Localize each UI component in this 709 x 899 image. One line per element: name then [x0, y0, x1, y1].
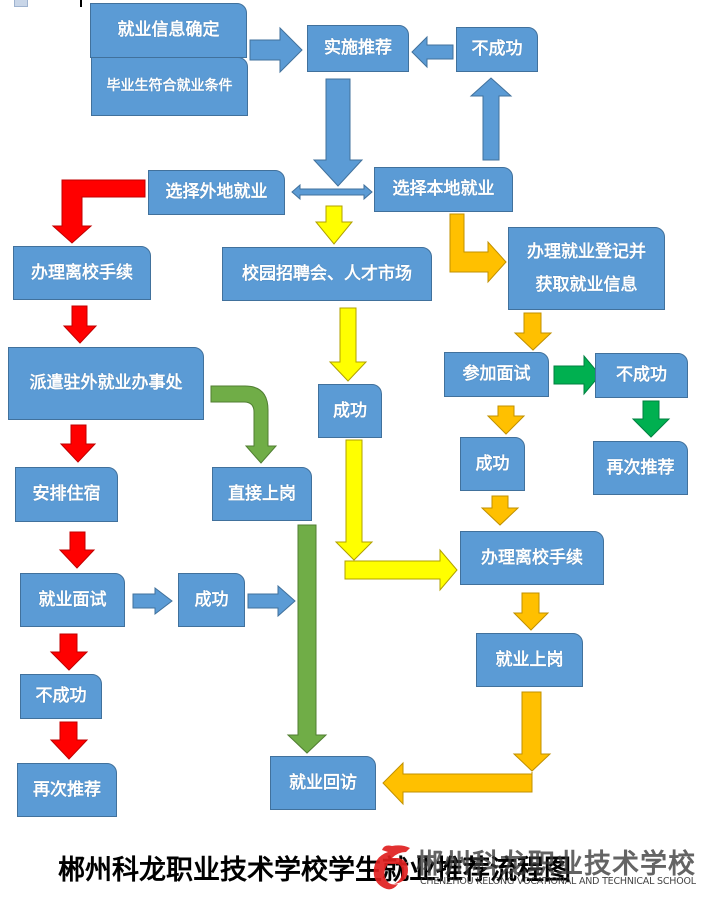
node-choose-remote: 选择外地就业 [148, 170, 285, 215]
node-arrange-lodging: 安排住宿 [15, 467, 118, 522]
arrow-local-to-fail [469, 77, 513, 161]
arrow-yellow-horizontal [344, 548, 458, 592]
node-leave-school-left: 办理离校手续 [13, 246, 151, 300]
document-handle-icon [14, 0, 28, 7]
arrow-interview-to-success [486, 405, 526, 435]
node-follow-up: 就业回访 [270, 756, 376, 810]
diagram-title: 郴州科龙职业技术学校学生就业推荐流程图 [58, 855, 571, 886]
arrow-onboard-down [512, 691, 552, 772]
arrow-fail-to-rerecommend-left [49, 721, 89, 760]
arrow-fair-to-success [328, 307, 368, 382]
arrow-split-to-fair [314, 205, 354, 245]
node-job-interview: 就业面试 [20, 573, 125, 627]
arrow-fail-to-recommend [411, 35, 454, 69]
watermark-school-name: 郴州科龙职业技术学校 [416, 849, 696, 880]
arrow-leave-to-onboard [512, 592, 550, 631]
arrow-success-to-leave-right [480, 495, 520, 526]
node-direct-onboard: 直接上岗 [212, 467, 312, 521]
arrow-remote-local-bidirectional [291, 183, 373, 201]
arrow-remote-to-leave [51, 179, 146, 244]
node-register-line1: 办理就业登记并 [527, 242, 646, 263]
node-re-recommend-left: 再次推荐 [17, 763, 117, 817]
node-dispatch-office: 派遣驻外就业办事处 [8, 347, 204, 420]
arrow-onboard-to-followup [382, 761, 533, 806]
arrow-direct-to-followup [286, 524, 328, 754]
arrow-dispatch-to-lodging [59, 424, 97, 463]
arrow-interview-to-fail-left [49, 633, 89, 671]
arrow-dispatch-to-direct [210, 385, 278, 464]
node-register: 办理就业登记并 获取就业信息 [508, 227, 665, 310]
node-info-confirm: 就业信息确定 [90, 3, 247, 58]
arrow-lodging-to-interview [58, 531, 96, 569]
node-implement-recommend: 实施推荐 [307, 25, 409, 72]
arrow-register-to-interview [513, 312, 553, 351]
node-attend-interview: 参加面试 [444, 352, 549, 397]
arrow-leave-to-dispatch [62, 305, 98, 344]
node-graduate-eligible: 毕业生符合就业条件 [91, 57, 248, 116]
node-choose-local: 选择本地就业 [374, 167, 513, 212]
arrow-local-to-register [449, 213, 507, 284]
node-success-right: 成功 [460, 437, 525, 491]
node-campus-fair: 校园招聘会、人才市场 [222, 247, 432, 301]
arrow-fail-to-rerecommend [631, 400, 671, 438]
arrow-success-mid-to-leave-right [334, 439, 374, 561]
school-watermark: 郴州科龙职业技术学校 CHENZHOU KELONG VOCATIONAL AN… [362, 842, 702, 892]
node-register-line2: 获取就业信息 [535, 274, 638, 295]
node-success-left: 成功 [178, 573, 245, 627]
arrow-success-to-line [247, 584, 296, 618]
arrow-recommend-down [312, 78, 364, 187]
dragon-logo-icon [373, 845, 410, 890]
arrow-info-to-recommend [249, 26, 303, 74]
node-fail-right: 不成功 [595, 353, 688, 398]
node-fail-left: 不成功 [20, 674, 102, 719]
node-re-recommend-right: 再次推荐 [593, 441, 688, 495]
watermark-school-english: CHENZHOU KELONG VOCATIONAL AND TECHNICAL… [420, 876, 696, 887]
node-onboard: 就业上岗 [476, 633, 583, 687]
node-fail-top: 不成功 [456, 27, 538, 72]
node-success-mid: 成功 [318, 384, 382, 438]
arrow-interview-to-success-left [132, 586, 173, 616]
arrow-interview-to-fail [553, 354, 601, 396]
node-leave-school-right: 办理离校手续 [460, 531, 604, 585]
text-cursor [80, 0, 82, 7]
